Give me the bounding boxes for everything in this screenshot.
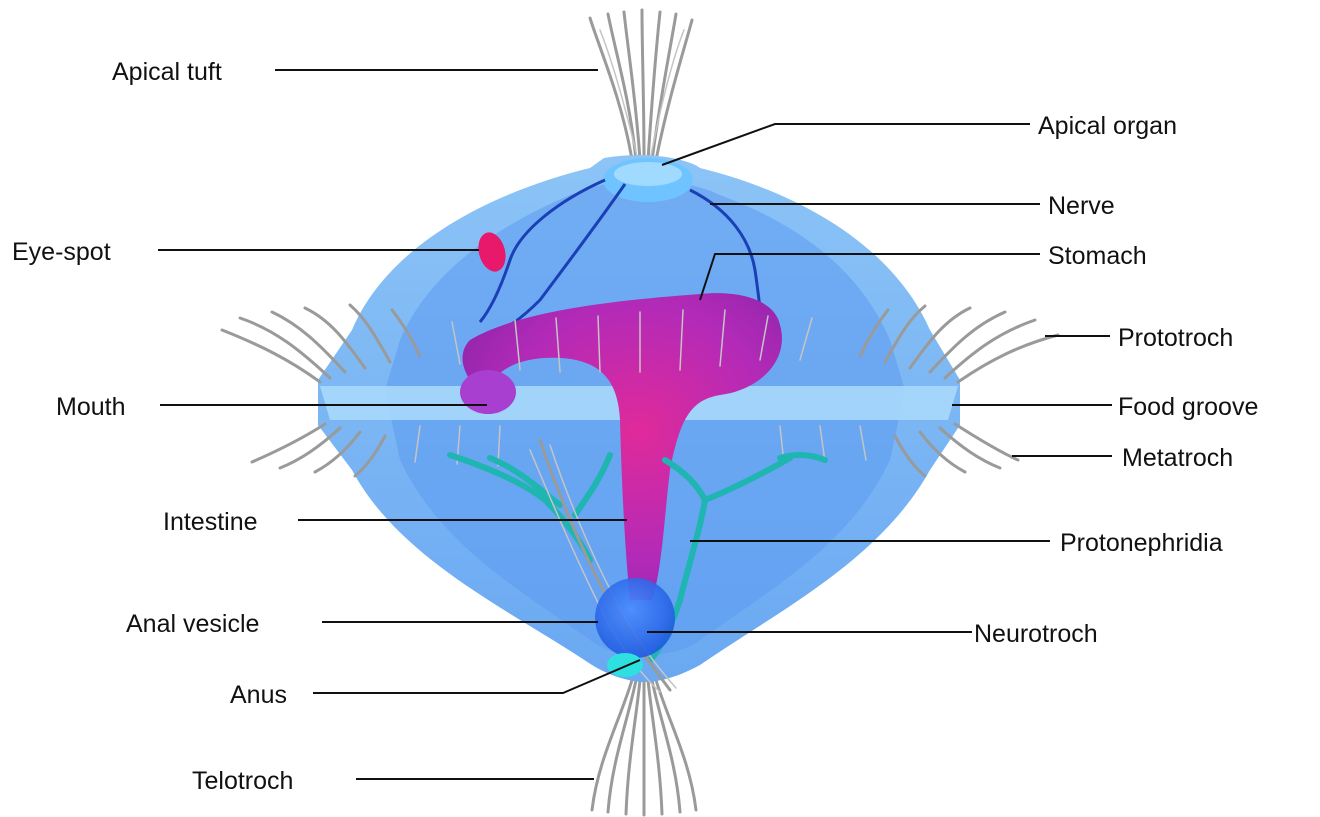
label-intestine: Intestine: [163, 508, 258, 536]
label-nerve: Nerve: [1048, 192, 1115, 220]
label-eye-spot: Eye-spot: [12, 238, 111, 266]
label-anus: Anus: [230, 681, 287, 709]
label-telotroch: Telotroch: [192, 767, 293, 795]
label-metatroch: Metatroch: [1122, 444, 1233, 472]
mouth-body: [460, 370, 516, 414]
label-anal-vesicle: Anal vesicle: [126, 610, 259, 638]
label-apical-organ: Apical organ: [1038, 112, 1177, 140]
anus-body: [607, 653, 643, 677]
label-neurotroch: Neurotroch: [974, 620, 1098, 648]
anal-vesicle-body: [595, 578, 675, 658]
telotroch: [592, 680, 696, 815]
label-food-groove: Food groove: [1118, 393, 1258, 421]
label-stomach: Stomach: [1048, 242, 1147, 270]
label-apical-tuft: Apical tuft: [112, 58, 222, 86]
apical-tuft: [590, 10, 692, 160]
label-mouth: Mouth: [56, 393, 125, 421]
label-protonephridia: Protonephridia: [1060, 529, 1223, 557]
label-prototroch: Prototroch: [1118, 324, 1233, 352]
